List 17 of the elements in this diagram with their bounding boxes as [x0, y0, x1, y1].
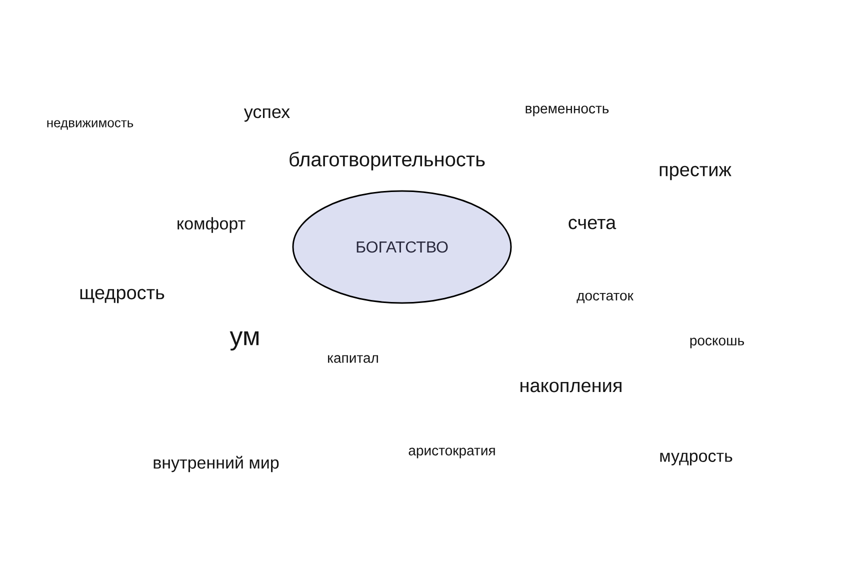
word-label: роскошь: [690, 338, 744, 348]
word-label: капитал: [328, 355, 378, 363]
word-label: успех: [244, 108, 290, 122]
word-label: внутренний мир: [154, 456, 279, 472]
word-label: накопления: [520, 382, 622, 392]
ellipse-node: БОГАТСТВО: [292, 190, 512, 304]
word-label: счета: [568, 218, 616, 230]
word-label: временность: [526, 106, 609, 116]
word-label: мудрость: [660, 452, 732, 466]
word-label: достаток: [576, 292, 634, 304]
word-label: комфорт: [178, 217, 246, 233]
word-label: аристократия: [408, 448, 495, 458]
word-label: благотворительность: [290, 152, 485, 170]
word-label: престиж: [660, 166, 732, 180]
word-label: недвижимость: [47, 120, 134, 130]
word-label: щедрость: [80, 288, 164, 304]
word-label: ум: [230, 331, 259, 351]
